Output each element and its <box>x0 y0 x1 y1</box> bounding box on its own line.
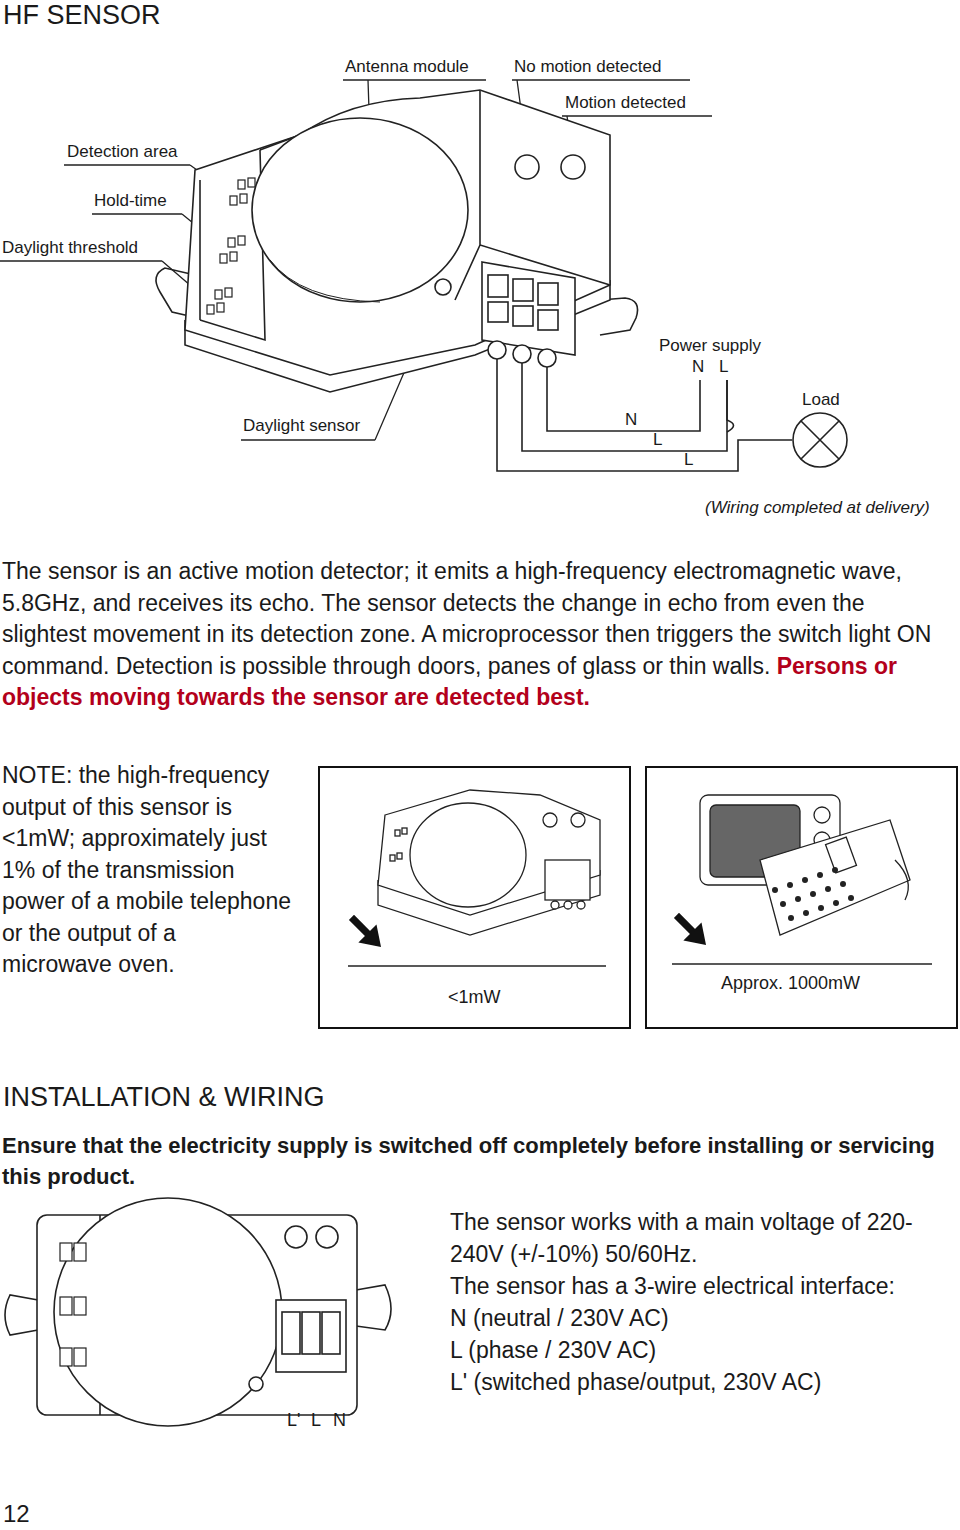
setting-switches <box>60 1243 86 1366</box>
keypad-dot <box>810 891 816 897</box>
keypad-dot <box>788 915 794 921</box>
keypad-dot <box>833 900 839 906</box>
terminal-name: L <box>719 357 728 376</box>
terminal-name: N <box>333 1410 346 1431</box>
keypad-dot <box>787 882 793 888</box>
terminal-block <box>482 262 575 367</box>
page-number: 12 <box>3 1500 30 1528</box>
daylight-sensor <box>435 279 451 295</box>
mounting-tab <box>600 298 638 335</box>
sensor-mini <box>378 790 600 935</box>
warning-text: Ensure that the electricity supply is sw… <box>2 1130 952 1192</box>
page-title: HF SENSOR <box>3 0 161 31</box>
setting-switches <box>207 178 255 314</box>
keypad-dot <box>818 905 824 911</box>
antenna-module <box>252 118 468 302</box>
keypad-dot <box>817 872 823 878</box>
spec-text: L' (switched phase/output, 230V AC) <box>450 1366 821 1398</box>
keypad-dot <box>832 867 838 873</box>
figure-box: <1mW <box>318 766 631 1029</box>
callout-label: Antenna module <box>345 57 469 77</box>
keypad-dot <box>848 895 854 901</box>
note-paragraph: NOTE: the high-frequency output of this … <box>2 760 292 981</box>
arrow <box>350 916 380 946</box>
spec-text: L (phase / 230V AC) <box>450 1334 656 1366</box>
box-caption: <1mW <box>448 987 501 1008</box>
lamp-symbol <box>793 413 847 467</box>
terminal-name: N <box>692 357 704 376</box>
keypad-dots <box>772 867 854 921</box>
keypad-dot <box>780 901 786 907</box>
callout-label: No motion detected <box>514 57 661 77</box>
keypad-dot <box>802 877 808 883</box>
terminal-name: L' <box>287 1410 300 1431</box>
spec-text: N (neutral / 230V AC) <box>450 1302 669 1334</box>
note: (Wiring completed at delivery) <box>705 498 930 518</box>
wires <box>497 359 792 471</box>
terminal-name: N <box>625 410 637 429</box>
callout-label: Load <box>802 390 840 410</box>
led <box>515 155 539 179</box>
sensor-top-view <box>5 1198 391 1426</box>
callout-label: Daylight sensor <box>243 416 360 436</box>
terminal-name: L <box>653 430 662 449</box>
spec-text: The sensor works with a main voltage of … <box>450 1206 940 1270</box>
keypad-dot <box>772 887 778 893</box>
microwave-and-phone <box>700 795 910 935</box>
keypad-dot <box>840 881 846 887</box>
keypad-dot <box>803 910 809 916</box>
callout-label: Detection area <box>67 142 178 162</box>
figure-box: Approx. 1000mW <box>645 766 958 1029</box>
leader-lines <box>0 80 712 440</box>
callout-label: Power supply <box>659 336 761 355</box>
led <box>561 155 585 179</box>
spec-text: The sensor has a 3-wire electrical inter… <box>450 1270 895 1302</box>
section-heading: INSTALLATION & WIRING <box>3 1082 325 1113</box>
callout-label: Hold-time <box>94 191 167 211</box>
keypad-dot <box>825 886 831 892</box>
body-paragraph: The sensor is an active motion detector;… <box>2 556 954 714</box>
callout-label: Daylight threshold <box>2 238 138 258</box>
terminal-name: L <box>684 450 693 469</box>
sensor-housing <box>185 90 610 392</box>
box-caption: Approx. 1000mW <box>721 973 860 994</box>
callout-label: Motion detected <box>565 93 686 113</box>
arrow <box>675 914 705 944</box>
terminal-name: L <box>311 1410 321 1431</box>
keypad-dot <box>795 896 801 902</box>
